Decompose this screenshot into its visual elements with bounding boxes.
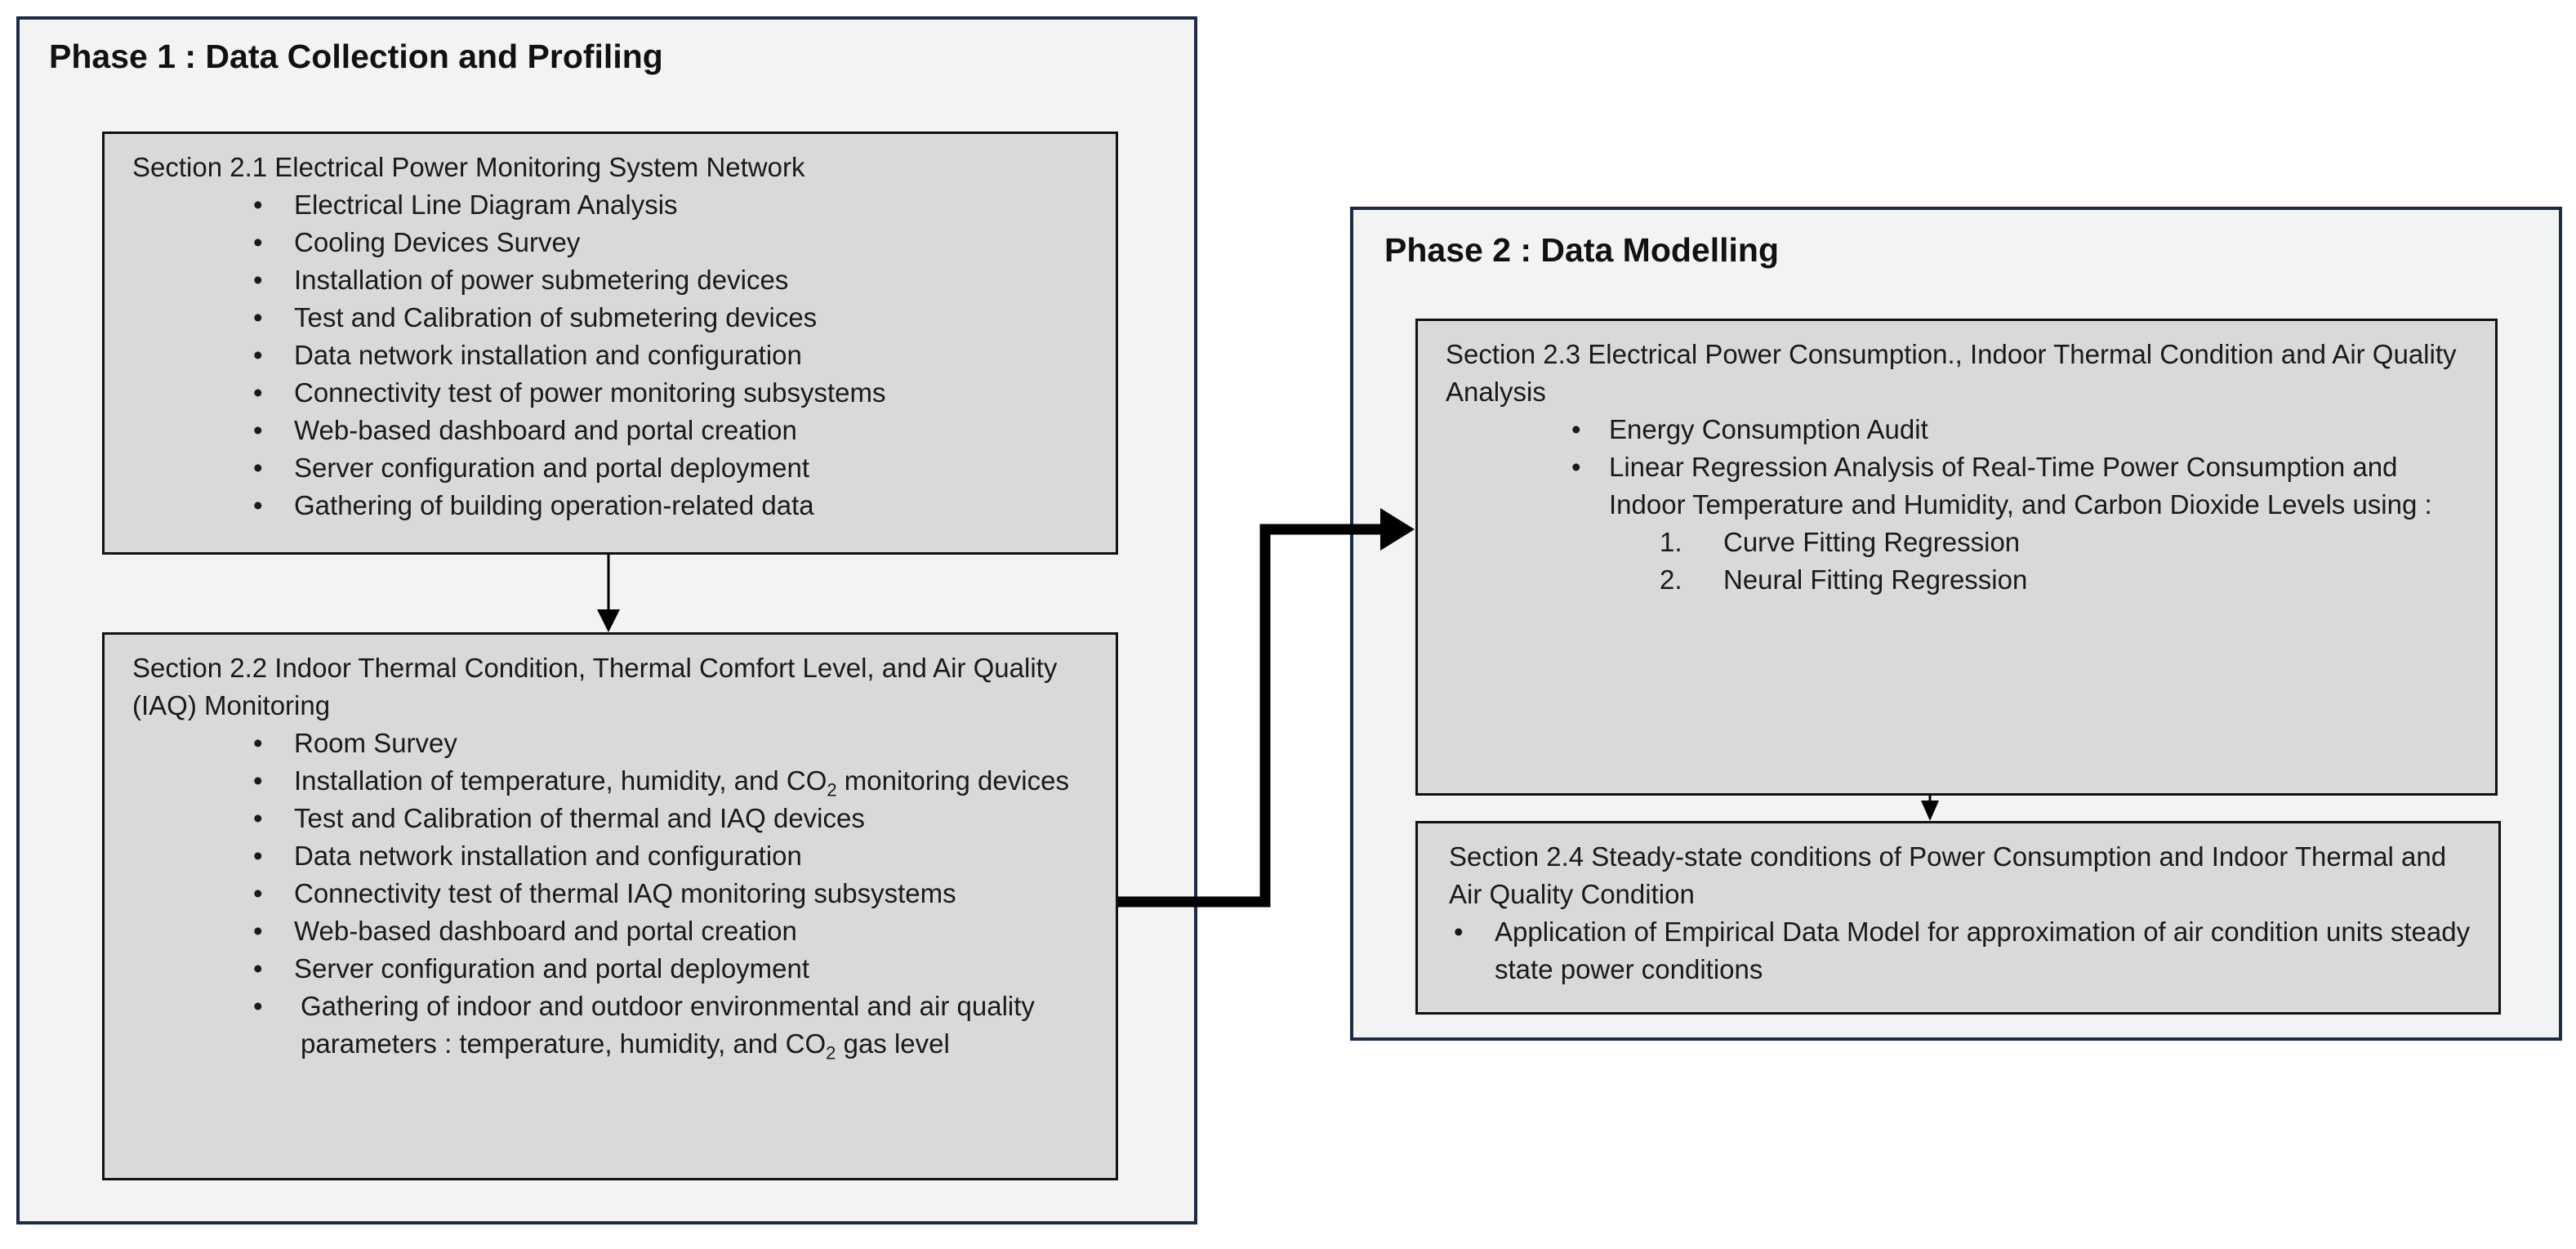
item-text: Electrical Line Diagram Analysis — [294, 190, 678, 220]
section-2-4-list: • Application of Empirical Data Model for… — [1454, 913, 2491, 988]
bullet-icon: • — [253, 953, 263, 984]
item-number: 1. — [1660, 527, 1682, 557]
bullet-icon: • — [253, 265, 263, 295]
list-item: • Data network installation and configura… — [253, 837, 1078, 875]
list-item: • Connectivity test of power monitoring s… — [253, 374, 1091, 412]
list-item: • Room Survey — [253, 725, 1078, 762]
item-number: 2. — [1660, 564, 1682, 595]
section-2-2-title: Section 2.2 Indoor Thermal Condition, Th… — [132, 653, 1058, 720]
bullet-icon: • — [253, 340, 263, 370]
bullet-icon: • — [253, 377, 263, 408]
list-item: • Linear Regression Analysis of Real-Time… — [1571, 448, 2475, 524]
item-text: Server configuration and portal deployme… — [294, 453, 810, 483]
list-item: • Cooling Devices Survey — [253, 224, 1091, 261]
section-2-3-title: Section 2.3 Electrical Power Consumption… — [1446, 339, 2457, 407]
phase-1-title: Phase 1 : Data Collection and Profiling — [49, 38, 663, 75]
section-2-1-list: • Electrical Line Diagram Analysis • Cooli… — [253, 186, 1091, 524]
item-text: Gathering of building operation-related … — [294, 490, 814, 520]
section-2-2-box: Section 2.2 Indoor Thermal Condition, Th… — [102, 632, 1118, 1180]
item-text: Installation of power submetering device… — [294, 265, 789, 295]
list-item: • Gathering of indoor and outdoor environ… — [253, 988, 1078, 1064]
bullet-icon: • — [253, 878, 263, 908]
subscript: 2 — [826, 1042, 836, 1064]
list-item: • Test and Calibration of submetering dev… — [253, 299, 1091, 337]
list-item: • Application of Empirical Data Model for… — [1454, 913, 2491, 988]
section-2-4-box: Section 2.4 Steady-state conditions of P… — [1415, 821, 2501, 1015]
list-item: • Web-based dashboard and portal creation — [253, 412, 1091, 449]
phase-2-title: Phase 2 : Data Modelling — [1384, 231, 1779, 269]
list-item: • Connectivity test of thermal IAQ monito… — [253, 875, 1078, 912]
bullet-icon: • — [253, 916, 263, 946]
bullet-icon: • — [253, 453, 263, 483]
list-item: • Energy Consumption Audit — [1571, 411, 2475, 448]
list-item: 1. Curve Fitting Regression — [1660, 524, 2471, 561]
bullet-icon: • — [253, 803, 263, 833]
bullet-icon: • — [253, 302, 263, 332]
list-item: • Installation of temperature, humidity, … — [253, 762, 1078, 801]
item-text: Web-based dashboard and portal creation — [294, 415, 797, 445]
section-2-2-list: • Room Survey • Installation of temperatur… — [253, 725, 1078, 1064]
arrowhead-icon — [1921, 801, 1939, 821]
section-2-3-box: Section 2.3 Electrical Power Consumption… — [1415, 319, 2498, 796]
item-text: Application of Empirical Data Model for … — [1495, 917, 2471, 984]
item-text: monitoring devices — [836, 765, 1069, 796]
bullet-icon: • — [253, 415, 263, 445]
item-text: Curve Fitting Regression — [1723, 527, 2021, 557]
list-item: • Test and Calibration of thermal and IAQ… — [253, 800, 1078, 837]
subscript: 2 — [827, 779, 837, 801]
bullet-icon: • — [1571, 414, 1581, 444]
list-item: • Server configuration and portal deploym… — [253, 449, 1091, 487]
item-text: Room Survey — [294, 728, 457, 758]
section-2-3-methods: 1. Curve Fitting Regression 2. Neural Fitt… — [1660, 524, 2471, 599]
item-text: Connectivity test of power monitoring su… — [294, 377, 886, 408]
list-item: • Gathering of building operation-related… — [253, 487, 1091, 524]
item-text: Energy Consumption Audit — [1609, 414, 1928, 444]
bullet-icon: • — [253, 765, 263, 796]
list-item: • Installation of power submetering devic… — [253, 261, 1091, 299]
arrowhead-icon — [597, 609, 620, 632]
arrowhead-icon — [1380, 508, 1415, 551]
item-text: Test and Calibration of submetering devi… — [294, 302, 818, 332]
bullet-icon: • — [253, 991, 263, 1021]
list-item: 2. Neural Fitting Regression — [1660, 561, 2471, 599]
list-item: • Data network installation and configura… — [253, 337, 1091, 374]
bullet-icon: • — [253, 490, 263, 520]
bullet-icon: • — [1454, 917, 1464, 947]
list-item: • Electrical Line Diagram Analysis — [253, 186, 1091, 224]
list-item: • Server configuration and portal deploym… — [253, 950, 1078, 988]
item-text: gas level — [836, 1028, 950, 1059]
section-2-3-list: • Energy Consumption Audit • Linear Regres… — [1571, 411, 2475, 524]
bullet-icon: • — [1571, 452, 1581, 482]
item-text: Installation of temperature, humidity, a… — [294, 765, 827, 796]
item-text: Server configuration and portal deployme… — [294, 953, 810, 984]
item-text: Data network installation and configurat… — [294, 841, 802, 871]
arrow-phase1-to-phase2 — [1118, 524, 1382, 908]
item-text: Cooling Devices Survey — [294, 227, 581, 257]
bullet-icon: • — [253, 227, 263, 257]
item-text: Neural Fitting Regression — [1723, 564, 2028, 595]
bullet-icon: • — [253, 728, 263, 758]
item-text: Web-based dashboard and portal creation — [294, 916, 797, 946]
item-text: Linear Regression Analysis of Real-Time … — [1609, 452, 2432, 520]
item-text: Test and Calibration of thermal and IAQ … — [294, 803, 865, 833]
bullet-icon: • — [253, 190, 263, 220]
list-item: • Web-based dashboard and portal creation — [253, 912, 1078, 950]
item-text: Data network installation and configurat… — [294, 340, 802, 370]
bullet-icon: • — [253, 841, 263, 871]
section-2-1-box: Section 2.1 Electrical Power Monitoring … — [102, 132, 1118, 555]
item-text: Gathering of indoor and outdoor environm… — [301, 991, 1035, 1059]
section-2-1-title: Section 2.1 Electrical Power Monitoring … — [132, 152, 805, 182]
item-text: Connectivity test of thermal IAQ monitor… — [294, 878, 956, 908]
section-2-4-title: Section 2.4 Steady-state conditions of P… — [1449, 841, 2447, 909]
